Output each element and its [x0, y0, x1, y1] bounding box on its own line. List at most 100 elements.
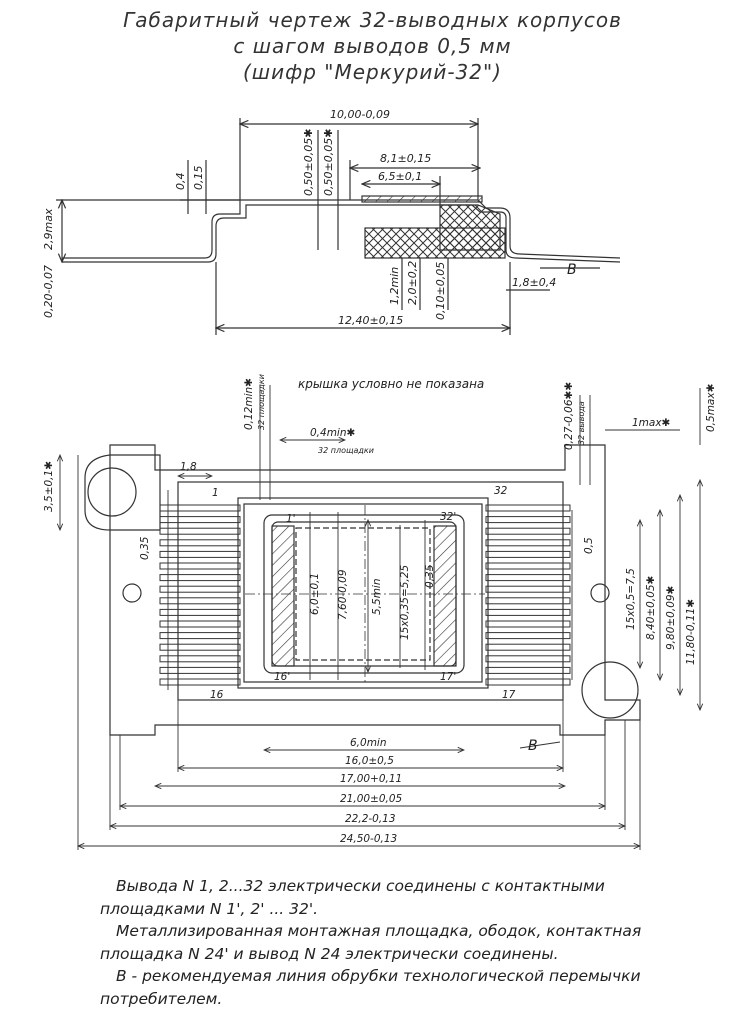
lead-finger [159, 597, 241, 605]
title-line-1: Габаритный чертеж 32-выводных корпусов [123, 8, 622, 32]
top-view-labels: крышка условно не показана 0,12min✱ 32 п… [43, 374, 717, 845]
dim-2-0: 2,0±0,2 [406, 261, 419, 305]
leads-left [159, 504, 241, 686]
label-b-top: B [528, 738, 538, 754]
dim-8-40: 8,40±0,05✱ [645, 576, 657, 640]
dim-15x035: 15х0,35=5,25 [399, 565, 411, 640]
title-line-2: с шагом выводов 0,5 мм [233, 34, 512, 58]
dim-0-5max: 0,5max✱ [705, 384, 717, 432]
dim-12-40: 12,40±0,15 [338, 314, 403, 327]
dim-0-50-b: 0,50±0,05✱ [322, 129, 335, 196]
lead-finger [485, 620, 571, 628]
dim-22-2: 22,2-0,13 [345, 813, 396, 825]
dim-7-60: 7,60-0,09 [337, 569, 349, 620]
lid-note: крышка условно не показана [298, 377, 484, 391]
lead-finger [159, 678, 241, 686]
leads-right [485, 504, 571, 686]
pin-17-label: 17 [502, 689, 516, 701]
notes-block: Вывода N 1, 2...32 электрически соединен… [100, 875, 700, 1010]
dim-1-2min: 1,2min [388, 267, 401, 305]
dim-3-5: 3,5±0,1✱ [43, 461, 55, 512]
dim-0-15: 0,15 [192, 166, 205, 191]
note-line-6: потребителем. [100, 989, 223, 1008]
lead-finger [485, 574, 571, 582]
title-line-3: (шифр "Меркурий-32") [243, 60, 502, 84]
lead-finger [485, 632, 571, 640]
top-view-dimensions [60, 385, 700, 850]
dim-6-0: 6,0±0,1 [309, 573, 321, 615]
dim-8-1: 8,1±0,15 [380, 152, 431, 165]
lead-finger [159, 539, 241, 547]
dim-0-4min-sub: 32 площадки [318, 446, 374, 455]
lead-finger [159, 655, 241, 663]
note-line-4: площадка N 24' и вывод N 24 электрически… [100, 944, 559, 963]
lead-finger [159, 608, 241, 616]
dim-24-50: 24,50-0,13 [340, 833, 397, 845]
lead-finger [485, 655, 571, 663]
lead-finger [485, 643, 571, 651]
pin-16-label: 16 [210, 689, 224, 701]
lead-finger [485, 678, 571, 686]
label-b-side: B [567, 262, 577, 278]
dim-11-80: 11,80-0,11✱ [685, 599, 697, 665]
lead-finger [159, 550, 241, 558]
dim-6-0min: 6,0min [350, 737, 387, 749]
lead-finger [485, 550, 571, 558]
dim-0-20: 0,20-0,07 [42, 265, 55, 318]
dim-15x05: 15х0,5=7,5 [625, 568, 637, 630]
side-view [56, 118, 621, 335]
dim-17-00: 17,00+0,11 [340, 773, 402, 785]
note-line-1: Вывода N 1, 2...32 электрически соединен… [116, 877, 605, 895]
dim-0-27-sub: 32 вывода [577, 401, 586, 445]
lead-finger [485, 562, 571, 570]
lead-finger [159, 632, 241, 640]
dim-0-12min-sub: 32 площадки [257, 374, 266, 430]
lead-finger [485, 516, 571, 524]
dim-0-4: 0,4 [174, 173, 187, 191]
pad-1-label: 1' [286, 513, 296, 525]
dim-16-0: 16,0±0,5 [345, 755, 394, 767]
lead-finger [159, 516, 241, 524]
dim-0-4min: 0,4min✱ [310, 427, 355, 439]
lead-finger [485, 608, 571, 616]
lead-finger [485, 539, 571, 547]
dim-9-80: 9,80±0,09✱ [665, 586, 677, 650]
side-view-labels: 10,00-0,09 8,1±0,15 6,5±0,1 0,50±0,05✱ 0… [42, 108, 577, 327]
dim-0-27: 0,27-0,06✱✱ [563, 382, 575, 450]
dim-21-00: 21,00±0,05 [340, 793, 403, 805]
lead-finger [485, 527, 571, 535]
lead-finger [159, 527, 241, 535]
pin-32-label: 32 [494, 485, 508, 497]
lead-finger [485, 585, 571, 593]
note-line-3: Металлизированная монтажная площадка, об… [116, 922, 642, 940]
dim-0-10: 0,10±0,05 [434, 262, 447, 320]
dim-0-35-inner: 0,35 [424, 564, 436, 588]
lead-finger [159, 643, 241, 651]
lead-finger [159, 585, 241, 593]
lead-finger [485, 666, 571, 674]
dim-2-9max: 2,9max [42, 208, 55, 250]
pad-16-label: 16' [274, 671, 290, 683]
lead-finger [159, 666, 241, 674]
dim-1max: 1max✱ [632, 417, 670, 429]
note-line-5: B - рекомендуемая линия обрубки технолог… [116, 967, 641, 985]
dim-6-5: 6,5±0,1 [378, 170, 422, 183]
dim-0-12min: 0,12min✱ [243, 378, 255, 430]
pin-1-label: 1 [212, 487, 219, 499]
lead-finger [159, 562, 241, 570]
lead-finger [159, 620, 241, 628]
dim-1-8-top: 1,8 [180, 461, 197, 473]
pad-32-label: 32' [440, 511, 456, 523]
lead-finger [159, 574, 241, 582]
dim-0-50-a: 0,50±0,05✱ [302, 129, 315, 196]
dim-0-35-left: 0,35 [139, 536, 151, 560]
technical-drawing: 10,00-0,09 8,1±0,15 6,5±0,1 0,50±0,05✱ 0… [42, 108, 717, 850]
dim-top-width: 10,00-0,09 [330, 108, 390, 121]
pad-17-label: 17' [440, 671, 456, 683]
dim-0-5-right: 0,5 [583, 537, 595, 554]
lead-finger [485, 597, 571, 605]
dim-5-5min: 5,5min [371, 579, 383, 616]
lead-finger [485, 504, 571, 512]
lead-finger [159, 504, 241, 512]
note-line-2: площадками N 1', 2' ... 32'. [100, 899, 319, 918]
